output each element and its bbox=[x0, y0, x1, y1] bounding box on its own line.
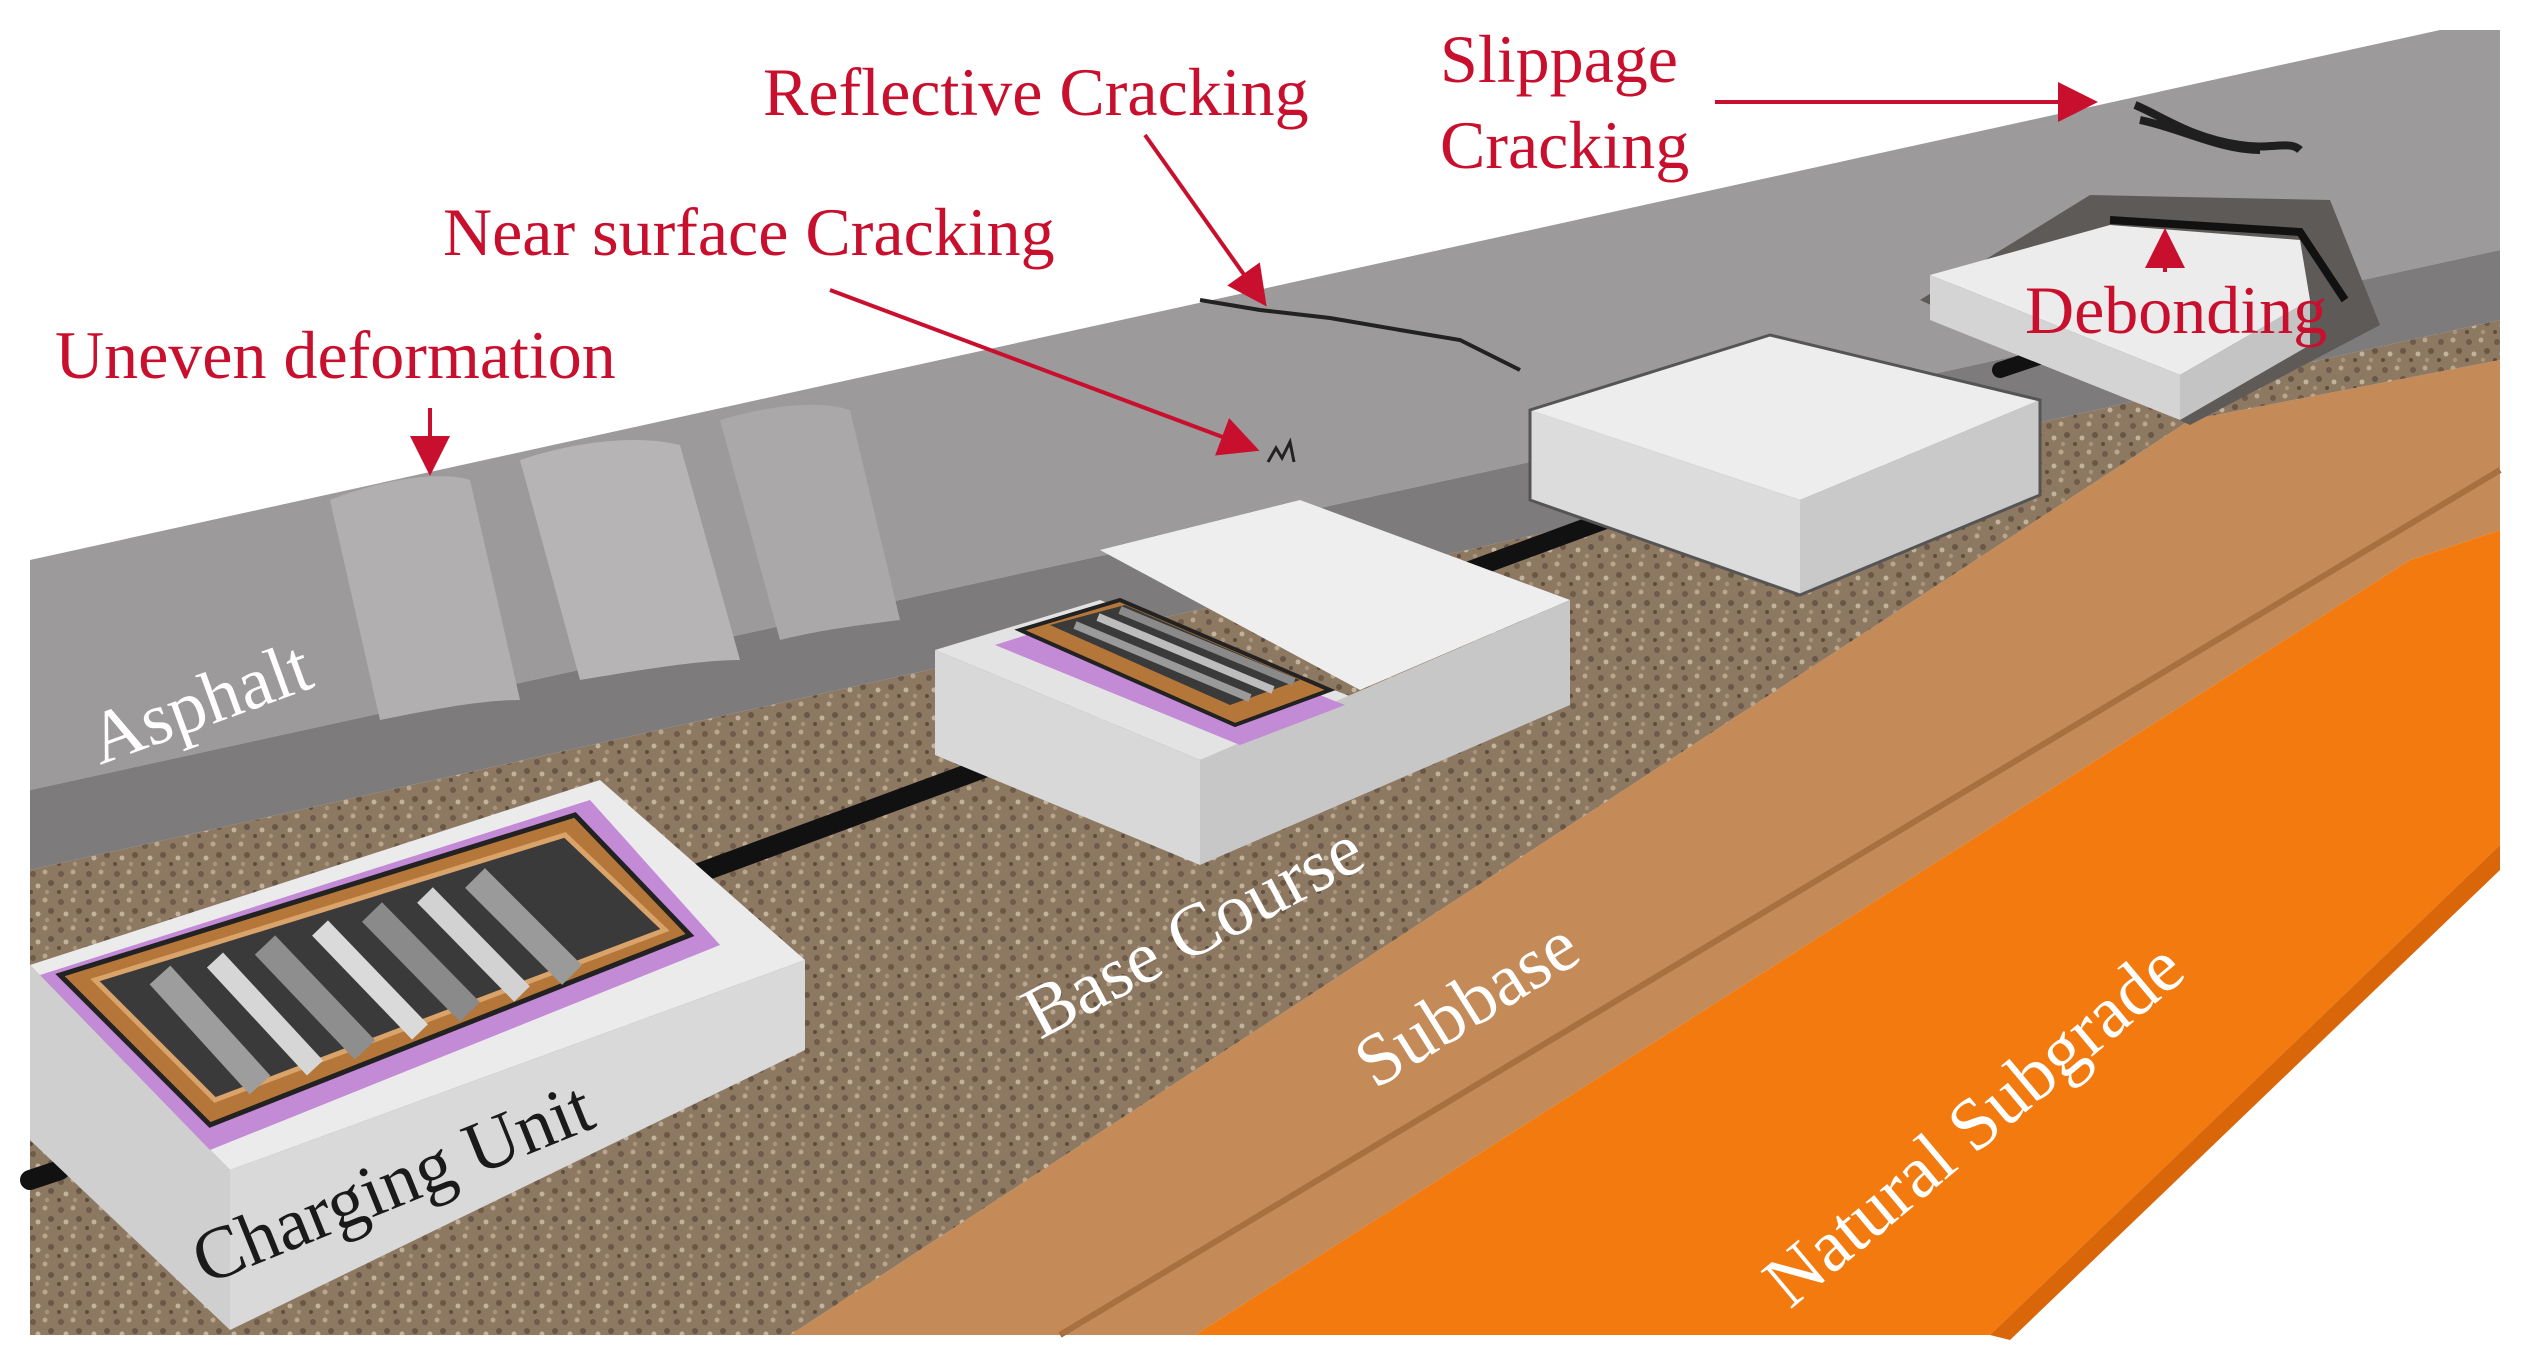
natural-subgrade-layer bbox=[1195, 530, 2500, 1335]
subbase-layer bbox=[790, 360, 2500, 1335]
middle-coil-block-left-face bbox=[935, 650, 1200, 865]
callout-labels: Reflective Cracking Slippage Cracking Ne… bbox=[55, 21, 2327, 393]
slippage-crack-mark bbox=[2133, 101, 2303, 154]
charging-coil-bar-1 bbox=[149, 965, 271, 1095]
deformation-ridge-2 bbox=[520, 440, 740, 680]
slippage-label-line2: Cracking bbox=[1440, 107, 1689, 183]
deformation-ridge-1 bbox=[330, 476, 520, 720]
reflective-crack bbox=[1199, 298, 1521, 372]
charging-unit-left-face bbox=[30, 965, 230, 1330]
debonding-block bbox=[1920, 195, 2380, 425]
reflective-cracking-arrow bbox=[1143, 133, 1267, 307]
charging-unit-front-face bbox=[230, 960, 805, 1330]
callout-arrows bbox=[410, 82, 2185, 476]
charging-coil-bar-7 bbox=[465, 868, 582, 985]
uneven-deformation-label: Uneven deformation bbox=[55, 317, 616, 393]
middle-coil-block-top bbox=[1100, 500, 1570, 690]
debonding-block-side bbox=[1930, 275, 2180, 420]
charging-coil-bar-3 bbox=[254, 935, 376, 1060]
deformation-ridge-3 bbox=[720, 404, 900, 640]
middle-right-block-outline bbox=[1528, 333, 2042, 597]
middle-coil-bar-2 bbox=[1096, 613, 1275, 694]
near-surface-cracking-label: Near surface Cracking bbox=[443, 194, 1055, 270]
middle-coil-bar-3 bbox=[1118, 606, 1296, 686]
cable-segment-0 bbox=[20, 1160, 70, 1190]
middle-right-block-right-face bbox=[1800, 400, 2040, 595]
middle-right-block-top bbox=[1530, 335, 2040, 500]
middle-coil-core bbox=[1050, 605, 1300, 705]
debonding-block-top bbox=[1930, 225, 2310, 375]
near-surface-crack-mark bbox=[1266, 437, 1296, 463]
charging-unit-frame-inner bbox=[90, 832, 670, 1103]
debonding-label: Debonding bbox=[2025, 272, 2327, 348]
debonding-block-front bbox=[2180, 300, 2310, 420]
middle-coil-bar-1 bbox=[1073, 621, 1252, 702]
charging-coil-bar-2 bbox=[206, 952, 324, 1076]
subbase-stripe bbox=[1058, 467, 2502, 1338]
concrete-blocks bbox=[30, 195, 2380, 1330]
middle-coil-block-right-face bbox=[1200, 600, 1570, 865]
middle-right-block bbox=[1528, 333, 2042, 597]
middle-coil-block bbox=[935, 500, 1570, 865]
natural-subgrade-edge bbox=[1990, 845, 2500, 1340]
charging-unit bbox=[30, 780, 805, 1330]
charging-coil-bar-5 bbox=[362, 902, 480, 1022]
slippage-label-line1: Slippage bbox=[1440, 21, 1678, 97]
middle-right-block-left-face bbox=[1530, 410, 1800, 595]
charging-coil-bar-6 bbox=[417, 887, 530, 1002]
charging-coil-bar-4 bbox=[312, 920, 428, 1040]
charging-unit-coil-bars bbox=[149, 868, 582, 1095]
near-surface-cracking-arrow bbox=[829, 288, 1260, 456]
debonding-gap-line bbox=[2109, 216, 2349, 303]
reflective-cracking-label: Reflective Cracking bbox=[763, 54, 1309, 130]
